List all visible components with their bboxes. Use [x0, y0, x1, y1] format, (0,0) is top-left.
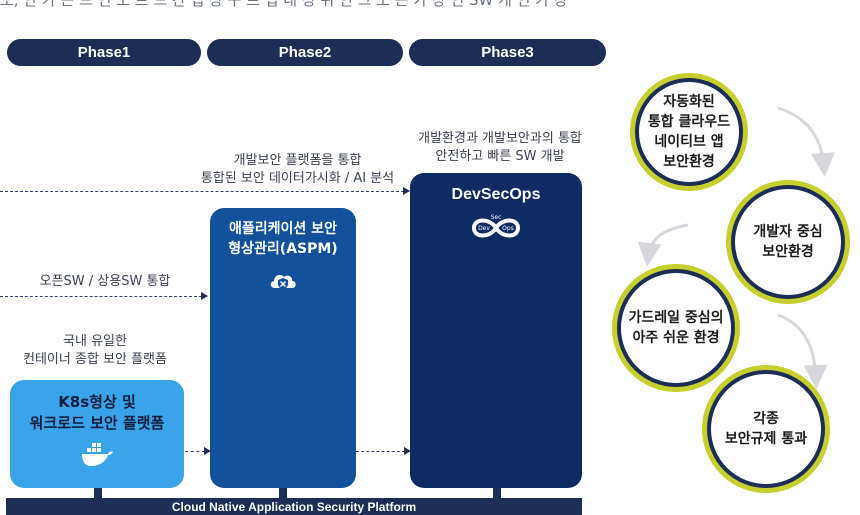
phase2-pill: Phase2	[207, 39, 403, 66]
benefit-circle-4: 각종 보안규제 통과	[702, 365, 830, 493]
benefit-circle-1: 자동화된 통합 클라우드 네이티브 앱 보안환경	[630, 73, 748, 191]
benefit-2-line1: 개발자 중심	[753, 224, 823, 240]
arrow-3-to-4	[777, 313, 828, 389]
benefit-circle-3: 가드레일 중심의 아주 쉬운 환경	[612, 264, 740, 392]
k8s-platform-title: K8s형상 및 워크로드 보안 플랫폼	[30, 392, 165, 434]
aspm-connector	[279, 488, 287, 500]
k8s-note: 국내 유일한 컨테이너 종합 보안 플랫폼	[10, 333, 180, 369]
benefit-flow-arrows	[637, 106, 835, 389]
devsecops-connector	[493, 488, 501, 500]
k8s-title-line2: 워크로드 보안 플랫폼	[29, 414, 165, 432]
benefit-circle-2-inner: 개발자 중심 보안환경	[735, 189, 841, 295]
platform-bar: Cloud Native Application Security Platfo…	[6, 498, 582, 515]
cloud-shield-icon	[270, 274, 296, 290]
arrow-aspm-to-devsecops	[356, 451, 405, 452]
k8s-platform-box: K8s형상 및 워크로드 보안 플랫폼	[10, 380, 184, 488]
phase1-pill: Phase1	[7, 39, 201, 66]
benefit-3-line1: 가드레일 중심의	[628, 310, 724, 326]
arrow-k8s-to-aspm	[185, 451, 205, 452]
devsecops-infinity-icon: Sec Dev Ops	[471, 214, 521, 238]
devsecops-note: 개발환경과 개발보안과의 통합 안전하고 빠른 SW 개발	[395, 130, 605, 166]
arrowhead-aspm	[201, 292, 208, 300]
arrowhead-devsecops-upper	[403, 187, 410, 195]
k8s-connector	[94, 488, 102, 500]
devsecops-icon-dev: Dev	[478, 225, 490, 232]
devsecops-note-line2: 안전하고 빠른 SW 개발	[435, 149, 565, 164]
docker-whale-icon	[82, 443, 113, 466]
benefit-circle-1-inner: 자동화된 통합 클라우드 네이티브 앱 보안환경	[639, 82, 739, 182]
aspm-note-line2: 통합된 보안 데이터가시화 / AI 분석	[200, 171, 395, 186]
devsecops-note-line1: 개발환경과 개발보안과의 통합	[418, 131, 582, 146]
arrowhead-k8s-to-aspm	[204, 447, 211, 455]
benefit-1-line1: 자동화된	[663, 94, 715, 110]
k8s-note-line2: 컨테이너 종합 보안 플랫폼	[23, 352, 167, 367]
phase3-pill: Phase3	[409, 39, 606, 66]
benefit-4-line2: 보안규제 통과	[724, 431, 808, 447]
benefit-3-line2: 아주 쉬운 환경	[632, 330, 720, 346]
k8s-note-line1: 국내 유일한	[63, 334, 127, 349]
benefit-circle-4-inner: 각종 보안규제 통과	[711, 374, 821, 484]
benefit-1-line3: 네이티브 앱	[654, 134, 724, 150]
top-caption: 또, 안 가 는 드 인 도 트 드 간 섭 상 구 프 섭 내 상 위 인 그…	[0, 0, 568, 9]
oss-note: 오픈SW / 상용SW 통합	[39, 274, 171, 289]
devsecops-box: DevSecOps Sec Dev Ops	[410, 173, 582, 488]
benefit-4-line1: 각종	[753, 411, 779, 427]
benefit-1-line4: 보안환경	[663, 154, 715, 170]
aspm-title-line1: 애플리케이션 보안	[229, 221, 337, 237]
benefit-circle-3-inner: 가드레일 중심의 아주 쉬운 환경	[621, 273, 731, 383]
aspm-note-line1: 개발보안 플랫폼을 통합	[233, 153, 362, 168]
k8s-title-line1: K8s형상 및	[58, 393, 136, 411]
arrow-1-to-2	[777, 106, 835, 177]
aspm-box: 애플리케이션 보안 형상관리(ASPM)	[210, 208, 356, 488]
benefit-1-line2: 통합 클라우드	[647, 114, 731, 130]
aspm-note: 개발보안 플랫폼을 통합 통합된 보안 데이터가시화 / AI 분석	[180, 152, 415, 188]
devsecops-icon-sec: Sec	[491, 214, 502, 221]
aspm-title: 애플리케이션 보안 형상관리(ASPM)	[228, 219, 337, 259]
arrowhead-aspm-to-devsecops	[404, 447, 411, 455]
aspm-title-line2: 형상관리(ASPM)	[228, 241, 338, 257]
arrow-2-to-3	[637, 223, 689, 267]
benefit-circle-2: 개발자 중심 보안환경	[726, 180, 850, 304]
arrow-to-devsecops-upper	[0, 191, 404, 192]
benefit-2-line2: 보안환경	[762, 244, 814, 260]
devsecops-title: DevSecOps	[451, 186, 541, 203]
devsecops-icon-ops: Ops	[502, 225, 514, 232]
arrow-to-aspm	[0, 296, 202, 297]
